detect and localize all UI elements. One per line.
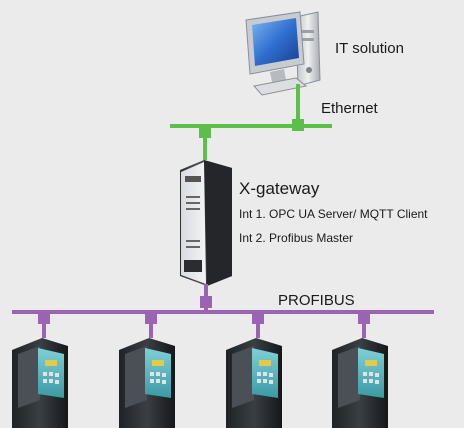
profibus-node-2 [145,312,157,324]
profibus-node-4 [358,312,370,324]
profibus-label: PROFIBUS [278,292,355,309]
drive-device-icon-3 [226,338,282,428]
profibus-node-gateway [200,296,212,308]
drive-device-icon-4 [332,338,388,428]
interface-1-label: Int 1. OPC UA Server/ MQTT Client [239,207,428,221]
ethernet-label: Ethernet [321,100,379,117]
drive-device-icon-1 [12,338,68,428]
drive-device-icon-2 [119,338,175,428]
it-solution-label: IT solution [335,40,404,57]
interface-2-label: Int 2. Profibus Master [239,231,353,245]
ethernet-node-gateway [199,126,211,138]
computer-icon [245,11,321,96]
gateway-device-icon [180,160,232,286]
profibus-node-1 [38,312,50,324]
ethernet-node-it [292,119,304,131]
profibus-node-3 [252,312,264,324]
profibus-network [12,284,434,338]
gateway-title: X-gateway [239,179,320,198]
ethernet-network [170,84,332,160]
